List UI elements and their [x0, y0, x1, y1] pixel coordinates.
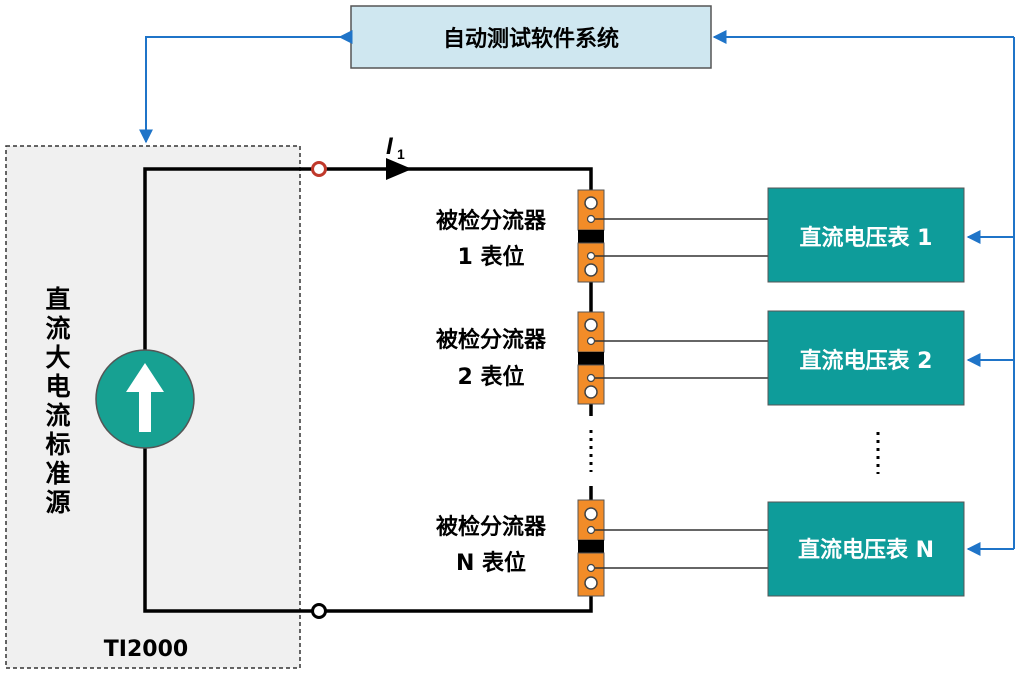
current-terminal-icon — [584, 263, 598, 277]
svg-text:电: 电 — [45, 372, 70, 401]
shunt-n-label: 被检分流器 N 表位 — [436, 514, 547, 576]
voltmeter-1: 直流电压表 1 — [767, 187, 965, 283]
svg-text:被检分流器: 被检分流器 — [436, 208, 547, 234]
source-up-arrow-icon — [126, 363, 164, 432]
shunt-1 — [577, 189, 605, 283]
voltage-terminal-icon — [586, 525, 596, 535]
svg-text:标: 标 — [45, 430, 70, 459]
negative-terminal — [311, 603, 327, 619]
svg-text:1 表位: 1 表位 — [458, 244, 525, 270]
software-to-source-arrow — [139, 36, 349, 144]
software-system-label: 自动测试软件系统 — [443, 26, 619, 52]
svg-text:N 表位: N 表位 — [456, 550, 526, 576]
current-terminal-icon — [584, 507, 598, 521]
shunt-2-label: 被检分流器 2 表位 — [436, 327, 547, 390]
svg-text:被检分流器: 被检分流器 — [436, 327, 547, 353]
shunt-2 — [577, 311, 605, 405]
current-direction-arrow — [386, 158, 412, 180]
positive-terminal — [311, 161, 327, 177]
current-terminal-icon — [584, 196, 598, 210]
voltmeter-2: 直流电压表 2 — [767, 310, 965, 406]
svg-text:I: I — [386, 133, 394, 160]
voltage-sense-leads — [595, 218, 768, 569]
current-terminal-icon — [584, 318, 598, 332]
voltage-terminal-icon — [586, 214, 596, 224]
voltage-terminal-icon — [586, 563, 596, 573]
control-signal-lines — [139, 30, 1015, 556]
voltage-terminal-icon — [586, 373, 596, 383]
shunt-n — [577, 499, 605, 597]
current-loop — [143, 167, 593, 613]
software-system-box: 自动测试软件系统 — [350, 5, 712, 69]
svg-text:大: 大 — [45, 343, 70, 372]
svg-text:直流电压表 N: 直流电压表 N — [798, 537, 934, 563]
current-source-symbol — [95, 349, 195, 449]
voltage-terminal-icon — [586, 251, 596, 261]
source-model-label: TI2000 — [104, 637, 188, 662]
source-vertical-label: 直 流 大 电 流 标 准 源 — [45, 285, 70, 517]
voltage-terminal-icon — [586, 336, 596, 346]
svg-text:直流电压表 1: 直流电压表 1 — [800, 225, 933, 251]
svg-text:流: 流 — [45, 314, 70, 343]
svg-text:2 表位: 2 表位 — [458, 364, 525, 390]
svg-text:直流电压表 2: 直流电压表 2 — [800, 348, 933, 374]
svg-text:被检分流器: 被检分流器 — [436, 514, 547, 540]
shunt-1-label: 被检分流器 1 表位 — [436, 208, 547, 270]
svg-text:流: 流 — [45, 401, 70, 430]
svg-text:直: 直 — [45, 285, 70, 314]
current-terminal-icon — [584, 576, 598, 590]
svg-text:源: 源 — [45, 488, 70, 517]
svg-text:准: 准 — [45, 459, 70, 488]
current-terminal-icon — [584, 385, 598, 399]
current-label: I 1 — [386, 133, 405, 162]
svg-text:1: 1 — [397, 146, 405, 162]
voltmeter-n: 直流电压表 N — [767, 501, 965, 597]
